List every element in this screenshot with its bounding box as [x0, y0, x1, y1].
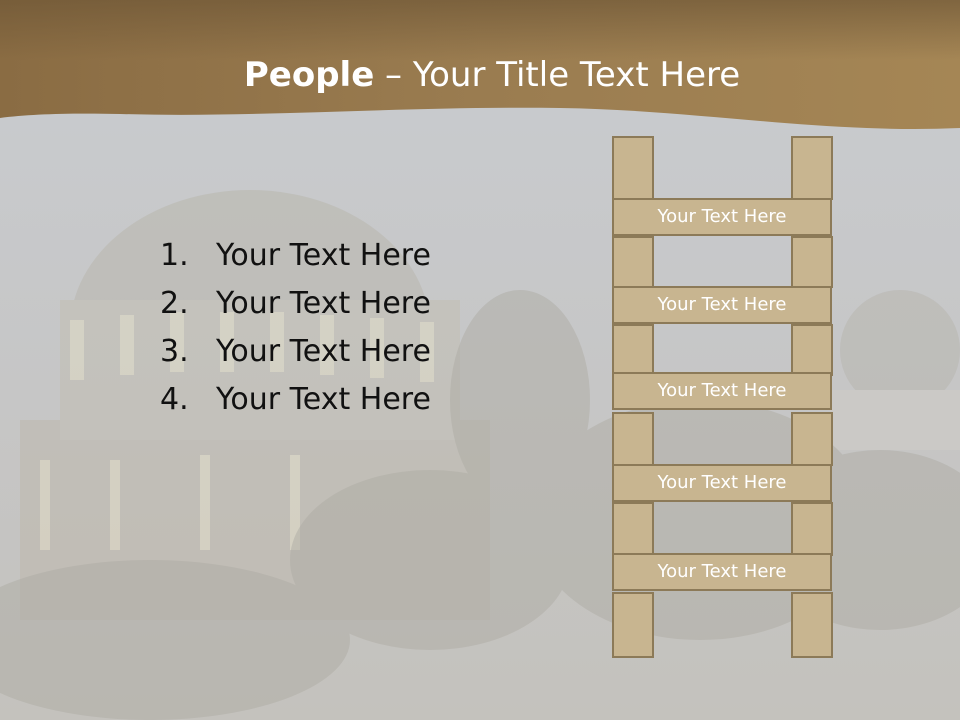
list-item: 1. Your Text Here: [160, 232, 431, 280]
ladder-rung-5[interactable]: Your Text Here: [612, 553, 832, 591]
ladder-left-post-segment: [612, 502, 654, 556]
ladder-right-post-segment: [791, 136, 833, 200]
ladder-left-post-segment: [612, 136, 654, 200]
ladder-right-post-segment: [791, 412, 833, 466]
numbered-list[interactable]: 1. Your Text Here 2. Your Text Here 3. Your…: [160, 232, 431, 424]
title-rest-text: – Your Title Text Here: [374, 55, 741, 95]
list-item-text: Your Text Here: [216, 334, 431, 369]
list-item-text: Your Text Here: [216, 238, 431, 273]
list-item-number: 4.: [160, 382, 189, 417]
list-item-text: Your Text Here: [216, 382, 431, 417]
ladder-rung-1[interactable]: Your Text Here: [612, 198, 832, 236]
slide-title[interactable]: People – Your Title Text Here: [0, 52, 960, 98]
ladder-left-post-segment: [612, 324, 654, 376]
ladder-rung-2[interactable]: Your Text Here: [612, 286, 832, 324]
list-item: 2. Your Text Here: [160, 280, 431, 328]
ladder-left-post-segment: [612, 412, 654, 466]
list-item: 4. Your Text Here: [160, 376, 431, 424]
title-bold-text: People: [243, 55, 375, 95]
ladder-right-post-segment: [791, 502, 833, 556]
ladder-rung-4[interactable]: Your Text Here: [612, 464, 832, 502]
ladder-left-post-segment: [612, 236, 654, 288]
list-item-number: 3.: [160, 334, 189, 369]
ladder-left-post-segment: [612, 592, 654, 658]
list-item-number: 2.: [160, 286, 189, 321]
ladder-right-post-segment: [791, 324, 833, 376]
list-item-text: Your Text Here: [216, 286, 431, 321]
ladder-right-post-segment: [791, 592, 833, 658]
ladder-right-post-segment: [791, 236, 833, 288]
list-item-number: 1.: [160, 238, 189, 273]
list-item: 3. Your Text Here: [160, 328, 431, 376]
ladder-rung-3[interactable]: Your Text Here: [612, 372, 832, 410]
